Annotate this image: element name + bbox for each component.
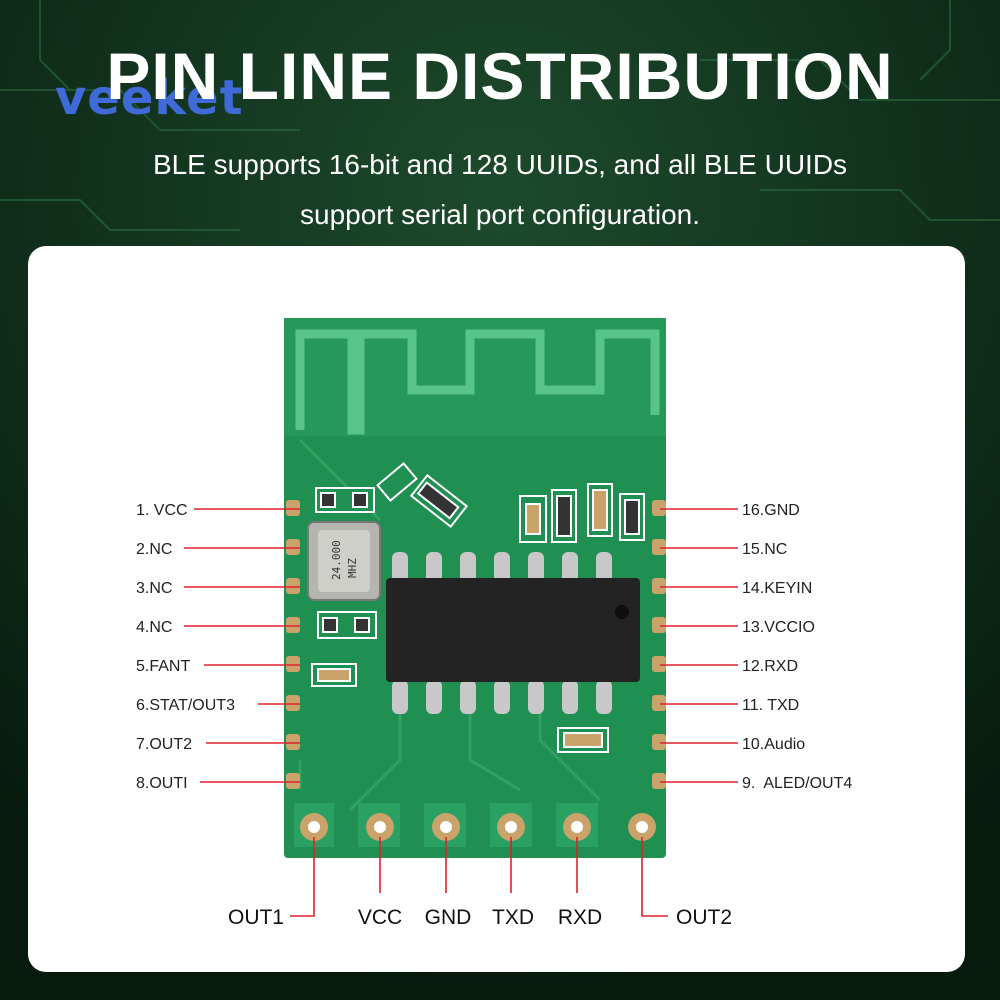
page-title: PIN LINE DISTRIBUTION (106, 39, 894, 113)
ic-chip (386, 578, 640, 682)
left-pin-labels: 1. VCC 2.NC 3.NC 4.NC 5.FANT 6.STAT/OUT3… (136, 502, 235, 792)
bottom-label-txd: TXD (492, 906, 534, 929)
pin-label-16: 16.GND (742, 502, 800, 519)
crystal-oscillator: 24.000 MHZ (307, 521, 381, 601)
pin-label-8: 8.OUTI (136, 775, 188, 792)
pin-label-10: 10.Audio (742, 736, 805, 753)
pin-label-4: 4.NC (136, 619, 172, 636)
bottom-label-out1: OUT1 (228, 906, 284, 929)
brand-logo: veeket (55, 70, 244, 126)
pin-label-5: 5.FANT (136, 658, 190, 675)
pin-label-6: 6.STAT/OUT3 (136, 697, 235, 714)
pin-label-2: 2.NC (136, 541, 172, 558)
pin-label-11: 11. TXD (742, 697, 799, 714)
ic-pins (392, 552, 612, 714)
crystal-label-1: 24.000 (330, 540, 343, 580)
pin-label-1: 1. VCC (136, 502, 188, 519)
pin-label-9: 9. ALED/OUT4 (742, 775, 852, 792)
pin-label-12: 12.RXD (742, 658, 798, 675)
pin-label-14: 14.KEYIN (742, 580, 812, 597)
bottom-label-rxd: RXD (558, 906, 602, 929)
right-pin-labels: 16.GND 15.NC 14.KEYIN 13.VCCIO 12.RXD 11… (742, 502, 852, 792)
bottom-pin-labels: OUT1 VCC GND TXD RXD OUT2 (228, 906, 732, 929)
antenna-trace (295, 329, 660, 435)
pcb-board: 24.000 MHZ (284, 318, 666, 858)
bottom-label-gnd: GND (425, 906, 472, 929)
pin-label-7: 7.OUT2 (136, 736, 192, 753)
pin-label-3: 3.NC (136, 580, 172, 597)
ic-pin1-dot (615, 605, 629, 619)
bottom-label-vcc: VCC (358, 906, 402, 929)
bottom-label-out2: OUT2 (676, 906, 732, 929)
smd-components (311, 462, 645, 753)
crystal-label-2: MHZ (346, 558, 359, 578)
leader-lines (184, 508, 738, 917)
bottom-pads (294, 803, 656, 847)
pin-label-15: 15.NC (742, 541, 787, 558)
subtitle-line-1: BLE supports 16-bit and 128 UUIDs, and a… (152, 149, 848, 180)
pin-label-13: 13.VCCIO (742, 619, 815, 636)
subtitle-line-2: support serial port configuration. (300, 199, 700, 230)
page-subtitle: BLE supports 16-bit and 128 UUIDs, and a… (0, 140, 1000, 240)
side-pads (286, 500, 666, 789)
